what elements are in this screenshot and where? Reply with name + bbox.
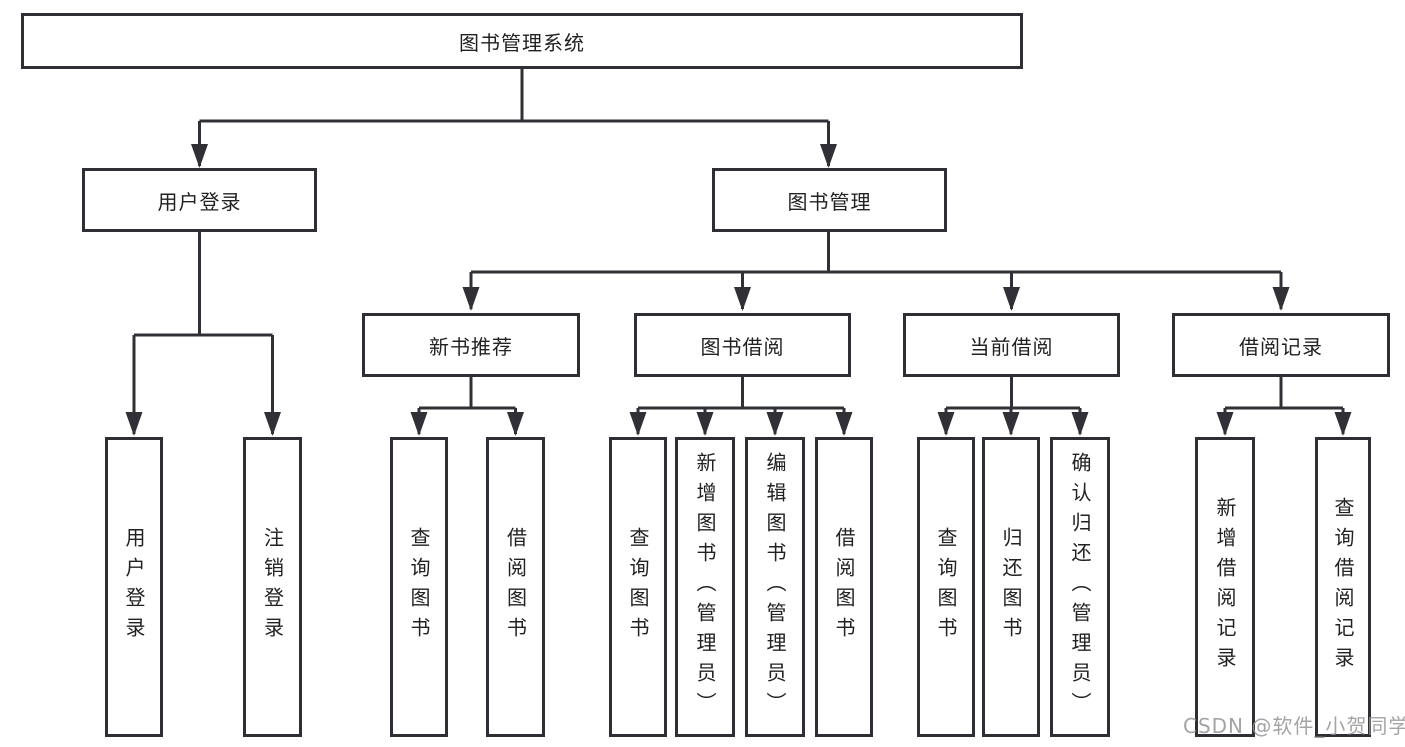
leaf-borrowing-borrow-books: 借阅图书	[815, 437, 873, 737]
leaf-label: 查询借阅记录	[1331, 497, 1355, 677]
node-library-management-system: 图书管理系统	[21, 13, 1023, 69]
leaf-label: 归还图书	[999, 527, 1023, 647]
node-user-login: 用户登录	[82, 168, 317, 232]
node-label: 用户登录	[157, 189, 242, 214]
leaf-records-query-borrow-record: 查询借阅记录	[1315, 437, 1371, 737]
connector-root-bus	[199, 69, 829, 123]
node-label: 图书管理	[787, 189, 872, 214]
leaf-logout: 注销登录	[243, 437, 302, 737]
node-book-borrowing: 图书借阅	[634, 313, 851, 377]
leaf-label: 注销登录	[260, 527, 285, 647]
node-new-book-recommend: 新书推荐	[362, 313, 580, 377]
leaf-label: 确认归还（管理员）	[1068, 452, 1092, 722]
node-current-borrowing: 当前借阅	[903, 313, 1120, 377]
leaf-current-confirm-return-admin: 确认归还（管理员）	[1050, 437, 1110, 737]
node-label: 图书借阅	[700, 334, 785, 359]
leaf-label: 用户登录	[122, 527, 146, 647]
connector-current-bus	[946, 377, 1080, 410]
connector-newbook-bus	[419, 377, 516, 410]
csdn-watermark: CSDN @软件_小贺同学	[1183, 714, 1405, 738]
leaf-label: 查询图书	[626, 527, 650, 647]
leaf-borrowing-edit-books-admin: 编辑图书（管理员）	[745, 437, 805, 737]
leaf-label: 查询图书	[407, 527, 431, 647]
leaf-current-return-books: 归还图书	[982, 437, 1040, 737]
leaf-label: 借阅图书	[832, 527, 856, 647]
leaf-label: 查询图书	[934, 527, 958, 647]
leaf-newbook-query-books: 查询图书	[390, 437, 448, 737]
leaf-newbook-borrow-books: 借阅图书	[486, 437, 545, 737]
leaf-borrowing-add-books-admin: 新增图书（管理员）	[675, 437, 735, 737]
node-label: 新书推荐	[429, 334, 513, 359]
connector-userlogin-bus	[134, 232, 273, 337]
connector-records-bus	[1225, 377, 1343, 410]
leaf-current-query-books: 查询图书	[917, 437, 975, 737]
leaf-label: 编辑图书（管理员）	[763, 452, 787, 722]
leaf-label: 新增图书（管理员）	[693, 452, 717, 722]
node-book-management: 图书管理	[712, 168, 947, 232]
leaf-label: 借阅图书	[503, 527, 528, 647]
node-label: 借阅记录	[1239, 334, 1323, 359]
connector-borrowing-bus	[638, 377, 844, 410]
leaf-label: 新增借阅记录	[1213, 497, 1237, 677]
leaf-borrowing-query-books: 查询图书	[609, 437, 667, 737]
leaf-records-add-borrow-record: 新增借阅记录	[1195, 437, 1255, 737]
node-borrow-records: 借阅记录	[1172, 313, 1390, 377]
node-label: 图书管理系统	[459, 30, 585, 55]
leaf-user-login: 用户登录	[105, 437, 163, 737]
node-label: 当前借阅	[969, 334, 1054, 359]
connector-bookmgmt-bus	[471, 232, 1281, 274]
